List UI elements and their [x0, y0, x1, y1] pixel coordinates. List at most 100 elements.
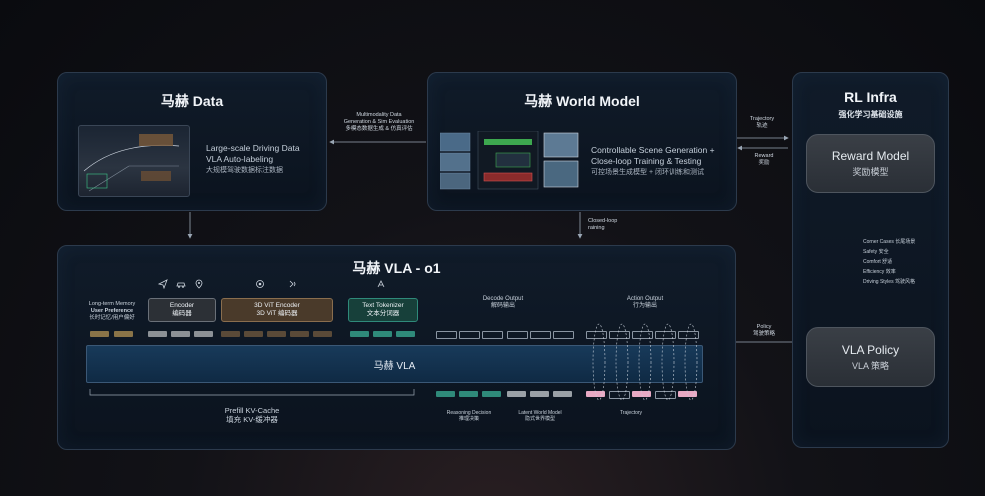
wm-desc-line2: Close-loop Training & Testing — [591, 156, 702, 166]
driving-data-thumbnail — [78, 125, 190, 197]
prefill-label: Prefill KV-Cache 填充 KV-缓冲器 — [198, 406, 306, 424]
policy-en: Policy — [756, 324, 772, 330]
vla-policy-en: VLA Policy — [841, 342, 900, 357]
criterion-safety: Safety 安全 — [863, 249, 889, 255]
memory-zh: 长时记忆/用户偏好 — [89, 315, 135, 321]
rl-infra-subtitle: 强化学习基础设施 — [838, 110, 903, 119]
criterion-corner-cases: Corner Cases 长尾场景 — [863, 239, 916, 245]
vit-token — [290, 331, 309, 337]
world-model-panel: 马赫 World Model Controllable Scene Genera… — [427, 72, 737, 211]
trajectory-output-label: Trajectory — [620, 410, 643, 416]
decode-output-en: Decode Output — [482, 296, 524, 302]
latent-token — [553, 391, 572, 397]
encoder-token — [171, 331, 190, 337]
policy-zh: 驾驶策略 — [752, 331, 775, 337]
memory-line2: User Preference — [90, 308, 134, 314]
reward-label: Reward 奖励 — [742, 153, 786, 167]
encoder-token — [148, 331, 167, 337]
reward-model-zh: 奖励模型 — [852, 167, 889, 177]
multimodality-line2: Generation & Sim Evaluation — [343, 119, 415, 125]
trajectory-token — [655, 391, 676, 399]
multimodality-zh: 多模态数据生成 & 仿真评估 — [345, 126, 413, 132]
tokenizer-token — [350, 331, 369, 337]
prefill-zh: 填充 KV-缓冲器 — [226, 415, 278, 424]
reasoning-token — [482, 391, 501, 397]
autoregressive-loops — [89, 323, 698, 401]
trajectory-token — [609, 391, 630, 399]
data-panel: 马赫 Data Large-scale Driving Data VLA Aut… — [57, 72, 327, 211]
decode-output-slot — [459, 331, 480, 339]
world-model-description: Controllable Scene Generation + Close-lo… — [591, 145, 715, 178]
world-model-title: 马赫 World Model — [524, 93, 640, 109]
reward-model-en: Reward Model — [831, 149, 910, 163]
reasoning-zh: 推理决策 — [458, 416, 479, 422]
encoder-zh: 编码器 — [172, 310, 192, 317]
decode-output-zh: 解码输出 — [490, 303, 515, 309]
data-desc-line2: VLA Auto-labeling — [206, 154, 274, 164]
prefill-bracket — [89, 389, 415, 396]
voice-icon — [377, 280, 385, 288]
reward-criteria-list: Corner Cases 长尾场景 Safety 安全 Comfort 舒适 E… — [863, 237, 915, 287]
trajectory-label: Trajectory 轨迹 — [740, 116, 784, 130]
vla-policy-zh: VLA 策略 — [851, 360, 889, 371]
data-panel-description: Large-scale Driving Data VLA Auto-labeli… — [206, 143, 300, 176]
closed-loop-line1: Closed-loop — [588, 218, 618, 224]
latent-zh: 隐式世界模型 — [524, 416, 555, 422]
decode-output-slot — [482, 331, 503, 339]
vit-en: 3D ViT Encoder — [254, 302, 300, 309]
trajectory-en: Trajectory — [749, 116, 775, 122]
trajectory-token — [632, 391, 651, 397]
latent-label: Latent World Model 隐式世界模型 — [507, 410, 573, 422]
rl-infra-title: RL Infra — [844, 89, 897, 105]
vit-token — [244, 331, 263, 337]
text-tokenizer-box: Text Tokenizer 文本分词器 — [348, 298, 418, 322]
reasoning-token — [436, 391, 455, 397]
tokenizer-token — [396, 331, 415, 337]
reasoning-token — [459, 391, 478, 397]
memory-line1: Long-term Memory — [88, 301, 136, 307]
lidar-icon — [289, 280, 296, 288]
decode-output-slot — [530, 331, 551, 339]
reasoning-en: Reasoning Decision — [446, 410, 492, 416]
wm-desc-zh: 可控场景生成模型 + 闭环训练和测试 — [591, 169, 704, 176]
latent-en: Latent World Model — [518, 410, 562, 416]
closed-loop-label: Closed-loop raining — [588, 218, 617, 232]
trajectory-token — [678, 391, 697, 397]
vla-core-bar: 马赫 VLA — [86, 345, 703, 383]
policy-label: Policy 驾驶策略 — [742, 324, 786, 338]
vit-encoder-box: 3D ViT Encoder 3D ViT 编码器 — [221, 298, 333, 322]
encoder-box: Encoder 编码器 — [148, 298, 216, 322]
vla-panel-title: 马赫 VLA - o1 — [352, 260, 441, 276]
long-term-memory-label: Long-term Memory User Preference 长时记忆/用户… — [86, 301, 138, 322]
decode-output-slot — [553, 331, 574, 339]
decode-output-label: Decode Output 解码输出 — [468, 296, 538, 310]
action-output-en: Action Output — [626, 296, 664, 302]
criterion-efficiency: Efficiency 效率 — [863, 269, 896, 275]
closed-loop-line2: raining — [588, 225, 605, 231]
data-desc-line1: Large-scale Driving Data — [206, 143, 300, 153]
rl-infra-panel: RL Infra 强化学习基础设施 Reward Model 奖励模型 Corn… — [792, 72, 949, 448]
trajectory-token — [586, 391, 605, 397]
vit-token — [267, 331, 286, 337]
tokenizer-en: Text Tokenizer — [362, 302, 404, 309]
prefill-en: Prefill KV-Cache — [224, 406, 280, 415]
data-panel-title: 马赫 Data — [160, 93, 224, 109]
data-desc-zh: 大规模驾驶数据标注数据 — [206, 167, 283, 174]
encoder-en: Encoder — [169, 302, 195, 309]
action-output-slot — [632, 331, 653, 339]
location-pin-icon — [195, 279, 203, 289]
camera-icon — [256, 280, 264, 288]
tokenizer-token — [373, 331, 392, 337]
reward-model-box: Reward Model 奖励模型 — [806, 134, 935, 193]
vla-core-label: 马赫 VLA — [373, 360, 416, 372]
car-icon — [176, 282, 186, 288]
wm-desc-line1: Controllable Scene Generation + — [591, 145, 715, 155]
world-model-diagram — [439, 130, 580, 191]
tokenizer-zh: 文本分词器 — [366, 310, 400, 317]
action-output-zh: 行为输出 — [632, 303, 657, 309]
navigation-icon — [158, 279, 168, 289]
reasoning-label: Reasoning Decision 推理决策 — [436, 410, 502, 422]
reward-zh: 奖励 — [758, 160, 770, 166]
multimodality-label: Multimodality Data Generation & Sim Eval… — [334, 112, 424, 133]
criterion-driving-styles: Driving Styles 驾驶风格 — [863, 279, 915, 285]
